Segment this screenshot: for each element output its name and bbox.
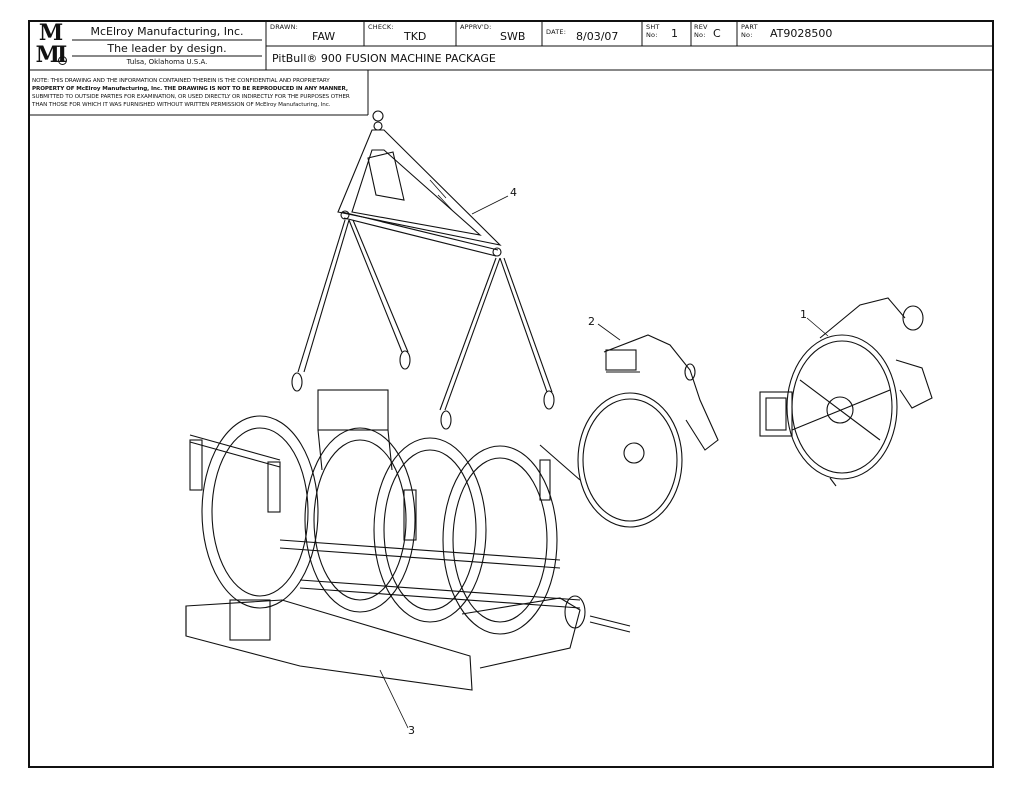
part-label-1: PART: [741, 23, 758, 31]
callout-item-4: 4: [510, 186, 517, 199]
company-name: McElroy Manufacturing, Inc.: [90, 25, 244, 38]
part-value: AT9028500: [770, 27, 833, 40]
note-line-1: NOTE: THIS DRAWING AND THE INFORMATION C…: [32, 78, 330, 84]
title-block-grid: [28, 22, 993, 116]
rev-value: C: [713, 27, 721, 40]
note-line-4: THAN THOSE FOR WHICH IT WAS FURNISHED WI…: [32, 102, 331, 108]
facer-assembly: [759, 297, 933, 487]
carriage-assembly: [185, 389, 631, 691]
check-value: TKD: [404, 30, 427, 43]
callout-item-2: 2: [588, 315, 595, 328]
part-label-2: No:: [741, 31, 753, 39]
leader-lines: [379, 195, 829, 729]
callout-item-1: 1: [800, 308, 807, 321]
lifting-beam-assembly: [291, 110, 555, 430]
drawn-value: FAW: [312, 30, 336, 43]
registered-mark-icon: r: [58, 56, 67, 65]
drawing-border: [28, 20, 994, 768]
date-value: 8/03/07: [576, 30, 619, 43]
sheet-value: 1: [671, 27, 678, 40]
apprvd-label: APPRV'D:: [460, 23, 492, 31]
note-line-2: PROPERTY OF McElroy Manufacturing, Inc. …: [32, 86, 348, 92]
callout-item-3: 3: [408, 724, 415, 737]
sheet-label-2: No:: [646, 31, 658, 39]
rev-label-2: No:: [694, 31, 706, 39]
note-line-3: SUBMITTED TO OUTSIDE PARTIES FOR EXAMINA…: [32, 94, 350, 100]
company-location: Tulsa, Oklahoma U.S.A.: [126, 58, 208, 66]
drawing-title: PitBull® 900 FUSION MACHINE PACKAGE: [272, 52, 496, 65]
sheet-label-1: SHT: [646, 23, 660, 31]
drawn-label: DRAWN:: [270, 23, 299, 31]
date-label: DATE:: [546, 28, 567, 36]
logo-top-letters: M: [38, 20, 63, 46]
apprvd-value: SWB: [500, 30, 526, 43]
rev-label-1: REV: [694, 23, 708, 31]
company-tagline: The leader by design.: [107, 42, 227, 55]
proprietary-note: NOTE: THIS DRAWING AND THE INFORMATION C…: [32, 77, 364, 109]
check-label: CHECK:: [368, 23, 394, 31]
heater-assembly: [539, 334, 719, 528]
